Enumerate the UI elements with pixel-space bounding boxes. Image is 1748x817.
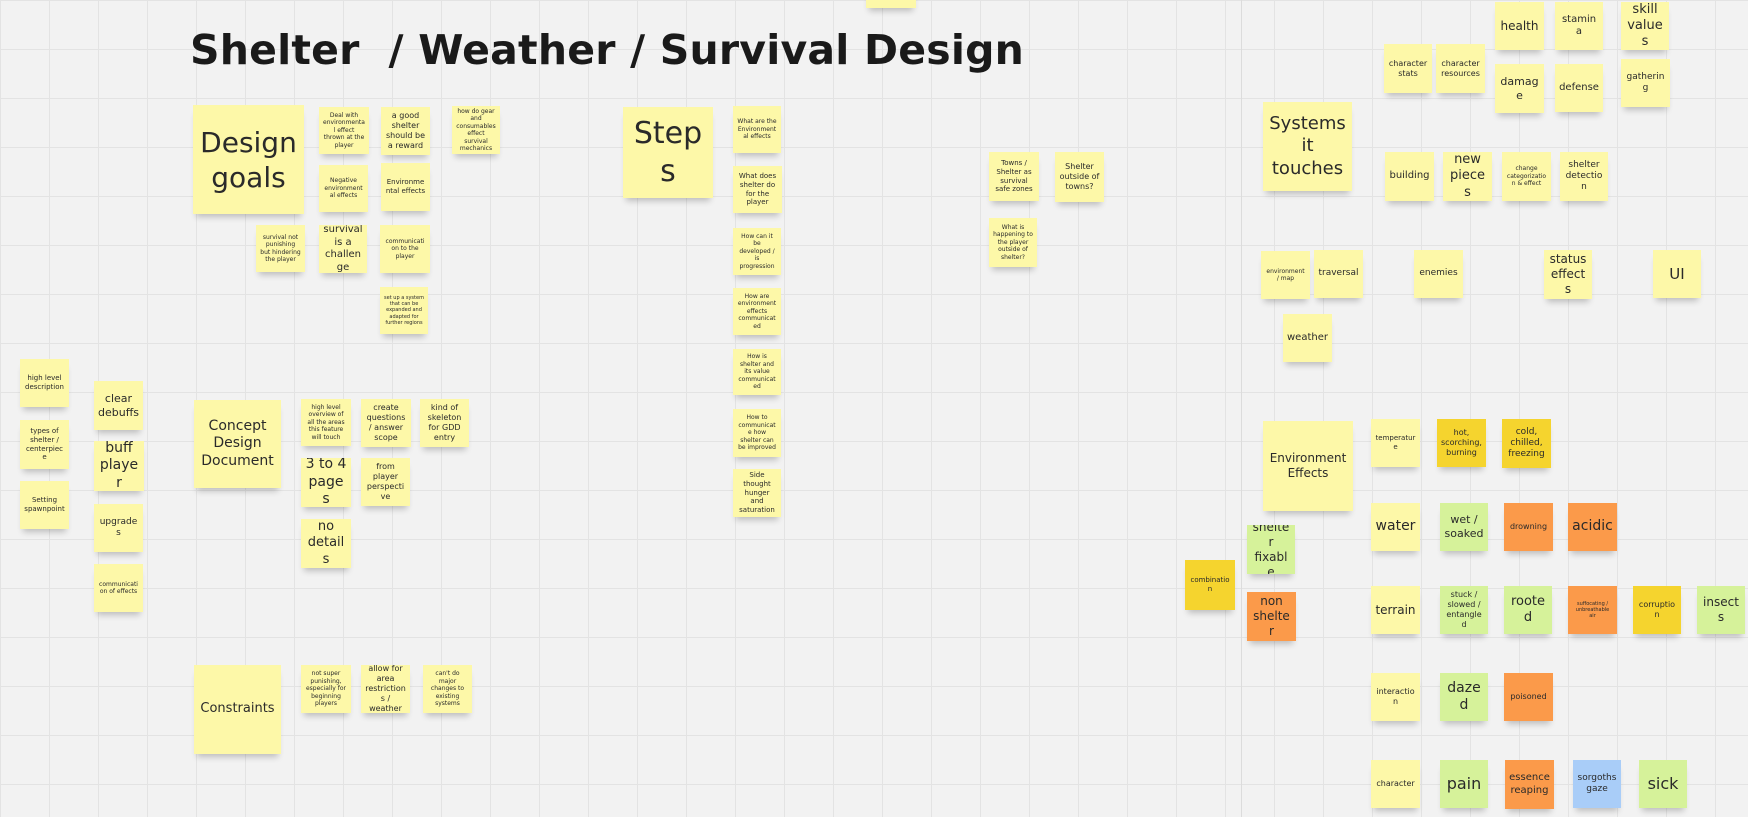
- sticky-note[interactable]: change categorization & effect: [1502, 152, 1551, 201]
- sticky-note[interactable]: suffocating / unbreathable air: [1568, 586, 1617, 634]
- sticky-note[interactable]: communication of effects: [94, 564, 143, 612]
- sticky-note[interactable]: traversal: [1314, 250, 1363, 298]
- board-title: Shelter / Weather / Survival Design: [190, 26, 1025, 74]
- sticky-note[interactable]: 3 to 4 pages: [301, 458, 351, 507]
- sticky-note[interactable]: interaction: [1371, 673, 1420, 721]
- sticky-note[interactable]: insects: [1697, 586, 1745, 634]
- sticky-note-constraints[interactable]: Constraints: [194, 665, 281, 754]
- sticky-note[interactable]: UI: [1653, 250, 1701, 298]
- sticky-note[interactable]: Towns / Shelter as survival safe zones: [989, 152, 1039, 201]
- sticky-note-design-goals[interactable]: Design goals: [193, 105, 304, 214]
- sticky-note[interactable]: allow for area restrictions / weather: [361, 665, 410, 713]
- sticky-note[interactable]: acidic: [1568, 503, 1617, 551]
- sticky-note[interactable]: character resources: [1436, 44, 1485, 93]
- section-divider: [1241, 0, 1242, 817]
- sticky-note[interactable]: sorgoths gaze: [1573, 760, 1621, 808]
- sticky-note[interactable]: status effects: [1544, 250, 1592, 299]
- sticky-note-legend[interactable]: combination: [1185, 560, 1235, 610]
- sticky-note[interactable]: a good shelter should be a reward: [381, 107, 430, 155]
- sticky-note-concept-design-document[interactable]: Concept Design Document: [194, 400, 281, 488]
- sticky-note[interactable]: buff player: [94, 441, 144, 491]
- sticky-note[interactable]: from player perspective: [361, 458, 410, 506]
- sticky-note[interactable]: not super punishing, especially for begi…: [301, 665, 351, 713]
- sticky-note[interactable]: rooted: [1504, 586, 1552, 634]
- sticky-note[interactable]: stamina: [1555, 2, 1603, 50]
- sticky-note[interactable]: cold, chilled, freezing: [1502, 419, 1551, 468]
- sticky-note[interactable]: character stats: [1384, 44, 1432, 93]
- sticky-note[interactable]: clear debuffs: [94, 381, 143, 430]
- sticky-note[interactable]: hot, scorching, burning: [1437, 419, 1486, 467]
- sticky-note[interactable]: drowning: [1504, 503, 1553, 551]
- sticky-note[interactable]: sick: [1639, 760, 1687, 808]
- sticky-note[interactable]: Negative environmental effects: [319, 165, 368, 212]
- sticky-note[interactable]: How are environment effects communicated: [733, 288, 781, 335]
- sticky-note[interactable]: survival not punishing but hindering the…: [256, 225, 305, 272]
- sticky-note[interactable]: communication to the player: [380, 225, 430, 273]
- sticky-note[interactable]: stuck / slowed / entangled: [1440, 586, 1488, 634]
- sticky-note-partial[interactable]: [866, 0, 916, 8]
- sticky-note[interactable]: building: [1385, 152, 1434, 201]
- sticky-note[interactable]: weather: [1283, 314, 1332, 362]
- sticky-note[interactable]: how do gear and consumables effect survi…: [452, 106, 500, 154]
- sticky-note[interactable]: types of shelter / centerpiece: [20, 420, 69, 469]
- sticky-note[interactable]: How can it be developed / is progression: [733, 228, 781, 275]
- sticky-note[interactable]: environment / map: [1261, 251, 1310, 299]
- sticky-note[interactable]: Side thought hunger and saturation: [733, 469, 781, 517]
- sticky-note[interactable]: gathering: [1621, 59, 1670, 107]
- sticky-note-legend[interactable]: non shelter: [1247, 592, 1296, 641]
- sticky-note[interactable]: water: [1371, 503, 1420, 551]
- sticky-note[interactable]: enemies: [1414, 250, 1463, 298]
- sticky-note[interactable]: How to communicate how shelter can be im…: [733, 409, 781, 457]
- sticky-note[interactable]: How is shelter and its value communicate…: [733, 349, 781, 395]
- sticky-note-environment-effects[interactable]: Environment Effects: [1263, 421, 1353, 511]
- sticky-note[interactable]: damage: [1495, 64, 1544, 113]
- sticky-note[interactable]: high level overview of all the areas thi…: [301, 399, 351, 446]
- sticky-note[interactable]: What is happening to the player outside …: [989, 218, 1037, 267]
- sticky-note[interactable]: no details: [301, 519, 351, 568]
- sticky-note[interactable]: character: [1371, 760, 1420, 808]
- sticky-note[interactable]: corruption: [1633, 586, 1681, 634]
- sticky-note[interactable]: temperature: [1371, 419, 1420, 467]
- sticky-note[interactable]: upgrades: [94, 504, 143, 552]
- sticky-note[interactable]: poisoned: [1504, 673, 1553, 721]
- sticky-note-systems-it-touches[interactable]: Systems it touches: [1263, 102, 1352, 191]
- sticky-note[interactable]: set up a system that can be expanded and…: [380, 287, 428, 334]
- sticky-note[interactable]: What does shelter do for the player: [733, 166, 782, 213]
- sticky-note[interactable]: high level description: [20, 359, 69, 407]
- sticky-note[interactable]: survival is a challenge: [319, 225, 367, 273]
- sticky-note[interactable]: dazed: [1440, 673, 1488, 721]
- sticky-note[interactable]: essence reaping: [1505, 760, 1554, 809]
- sticky-note[interactable]: pain: [1440, 760, 1488, 808]
- sticky-note[interactable]: Environmental effects: [381, 163, 430, 211]
- sticky-note[interactable]: kind of skeleton for GDD entry: [420, 399, 469, 447]
- sticky-note[interactable]: Shelter outside of towns?: [1055, 152, 1104, 202]
- sticky-note-steps[interactable]: Steps: [623, 107, 713, 198]
- sticky-note[interactable]: Setting spawnpoint: [20, 481, 69, 529]
- sticky-note[interactable]: terrain: [1371, 586, 1420, 634]
- sticky-note[interactable]: Deal with environmental effect thrown at…: [319, 107, 369, 154]
- sticky-note[interactable]: skill values: [1621, 2, 1669, 50]
- sticky-note[interactable]: shelter detection: [1560, 152, 1608, 201]
- sticky-note[interactable]: wet / soaked: [1440, 503, 1488, 551]
- sticky-note[interactable]: health: [1495, 2, 1544, 50]
- sticky-note[interactable]: defense: [1555, 64, 1603, 112]
- sticky-note[interactable]: What are the Environmental effects: [733, 106, 781, 153]
- sticky-note[interactable]: can't do major changes to existing syste…: [423, 665, 472, 713]
- sticky-note[interactable]: create questions / answer scope: [361, 399, 411, 447]
- sticky-note[interactable]: new pieces: [1443, 152, 1492, 201]
- sticky-note-legend[interactable]: shelter fixable: [1247, 525, 1295, 574]
